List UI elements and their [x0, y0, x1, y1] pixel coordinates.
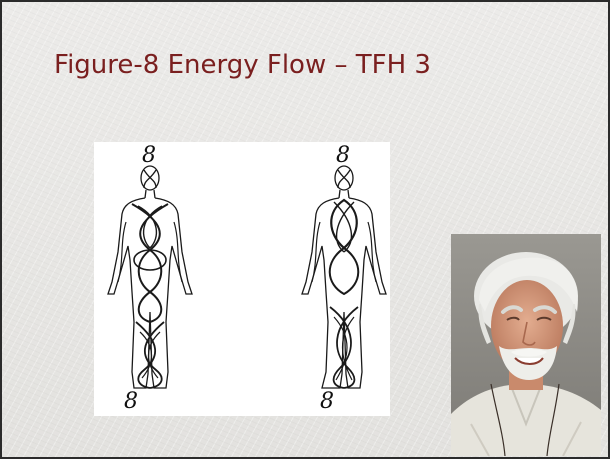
figure-8-diagram-image: 8 8 8 8 — [94, 142, 390, 416]
figure-8-diagram-icon: 8 8 8 8 — [94, 142, 390, 416]
bottom-eight-right: 8 — [320, 389, 334, 414]
portrait-photo-icon — [451, 234, 601, 456]
top-eight-right: 8 — [336, 143, 350, 168]
bottom-eight-left: 8 — [124, 389, 138, 414]
top-eight-left: 8 — [142, 143, 156, 168]
left-body-figure — [108, 166, 192, 388]
slide-title: Figure-8 Energy Flow – TFH 3 — [54, 50, 431, 80]
right-body-figure — [302, 166, 386, 388]
portrait-photo — [451, 234, 601, 456]
